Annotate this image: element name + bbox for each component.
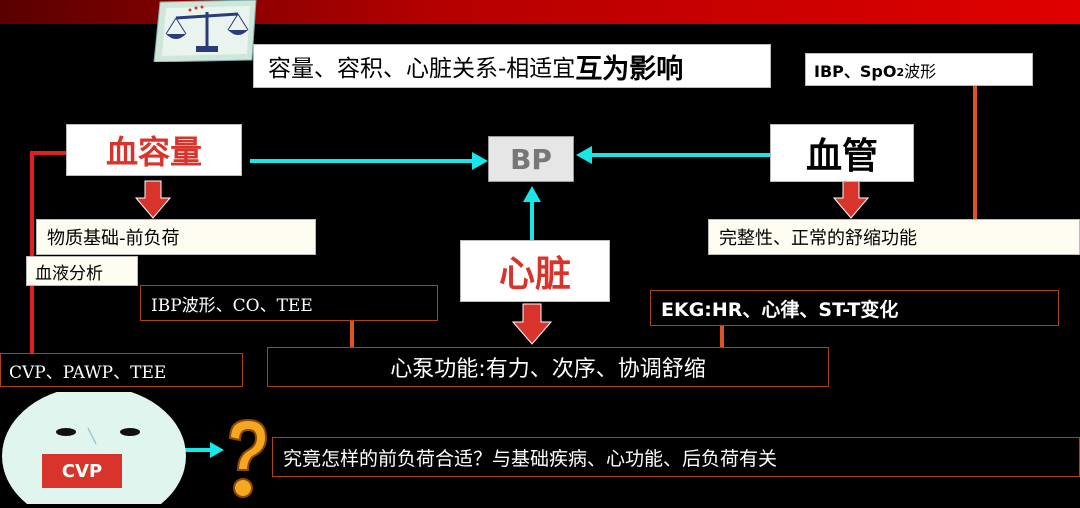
left-red-line: [30, 151, 66, 360]
vessels-node: 血管: [770, 124, 914, 182]
heart-node: 心脏: [460, 240, 610, 302]
title-emphasis: 互为影响: [575, 53, 684, 85]
ekg-box: EKG:HR、心律、ST-T变化: [650, 290, 1059, 326]
heart-down-arrow: [511, 303, 553, 345]
scale-icon: [152, 0, 262, 63]
ibp-co-tee-box: IBP波形、CO、TEE: [140, 285, 438, 321]
cvp-pawp-tee-box: CVP、PAWP、TEE: [0, 353, 243, 387]
blood-analysis-box: 血液分析: [26, 256, 138, 286]
bp-node: BP: [488, 136, 574, 182]
title-prefix: 容量、容积、心脏关系-相适宜: [268, 56, 576, 82]
page-title: 容量、容积、心脏关系-相适宜互为影响: [253, 44, 771, 88]
pump-function-box: 心泵功能:有力、次序、协调舒缩: [267, 347, 829, 387]
blood-volume-node: 血容量: [66, 124, 242, 176]
material-basis-box: 物质基础-前负荷: [36, 219, 316, 255]
vessel-down-arrow: [832, 180, 870, 219]
vessel-function-box: 完整性、正常的舒缩功能: [708, 219, 1080, 255]
question-box: 究竟怎样的前负荷合适？与基础疾病、心功能、后负荷有关: [272, 437, 1080, 477]
volume-down-arrow: [134, 180, 172, 219]
cvp-label: CVP: [42, 454, 122, 488]
question-mark-icon: [222, 416, 270, 504]
